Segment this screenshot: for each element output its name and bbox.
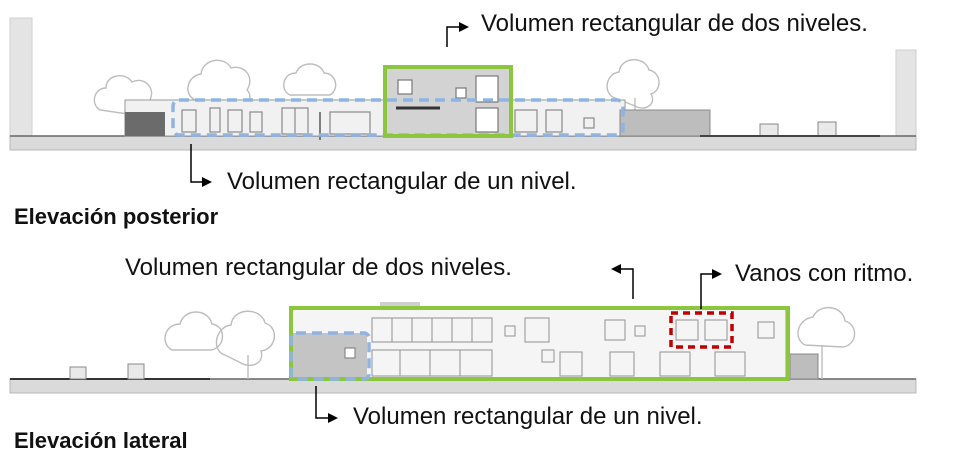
one-level-openings (181, 107, 595, 140)
one-level-outline-2 (289, 331, 371, 381)
right-annex (619, 109, 711, 137)
side-elevation-drawing (9, 264, 917, 423)
one-level-mass (124, 99, 626, 137)
callout-arrow-rhythm (700, 269, 722, 309)
ground-line (9, 135, 917, 151)
callout-one-level-side: Volumen rectangular de un nivel. (353, 403, 703, 430)
building-mass-2 (291, 308, 787, 380)
roof-element (380, 302, 420, 309)
rhythm-outline (669, 311, 734, 349)
one-level-mass-2 (293, 333, 367, 379)
side-annex (789, 353, 819, 380)
left-column (9, 17, 33, 137)
object-1 (759, 123, 779, 137)
callout-rhythm: Vanos con ritmo. (735, 260, 914, 287)
callout-two-level-side: Volumen rectangular de dos niveles. (125, 254, 512, 281)
callout-arrow-two-level-2 (611, 264, 634, 299)
callout-arrow-one-level-2 (315, 386, 338, 423)
callout-one-level-rear: Volumen rectangular de un nivel. (227, 168, 577, 195)
ground-line-2 (9, 378, 917, 394)
right-column (895, 49, 917, 137)
trees-2 (164, 307, 856, 379)
callout-two-level-rear: Volumen rectangular de dos niveles. (481, 10, 868, 37)
dark-wall (125, 112, 165, 136)
facade-openings-2 (371, 317, 775, 377)
two-level-openings (397, 75, 499, 133)
two-level-outline (383, 65, 513, 138)
title-side-elevation: Elevación lateral (14, 428, 188, 453)
object-3 (69, 366, 87, 380)
object-2 (817, 121, 837, 137)
object-4 (127, 363, 145, 380)
rear-elevation-drawing (9, 17, 917, 187)
title-rear-elevation: Elevación posterior (14, 204, 219, 229)
callout-arrow-one-level (190, 144, 212, 187)
callout-arrow-two-level (446, 22, 469, 47)
